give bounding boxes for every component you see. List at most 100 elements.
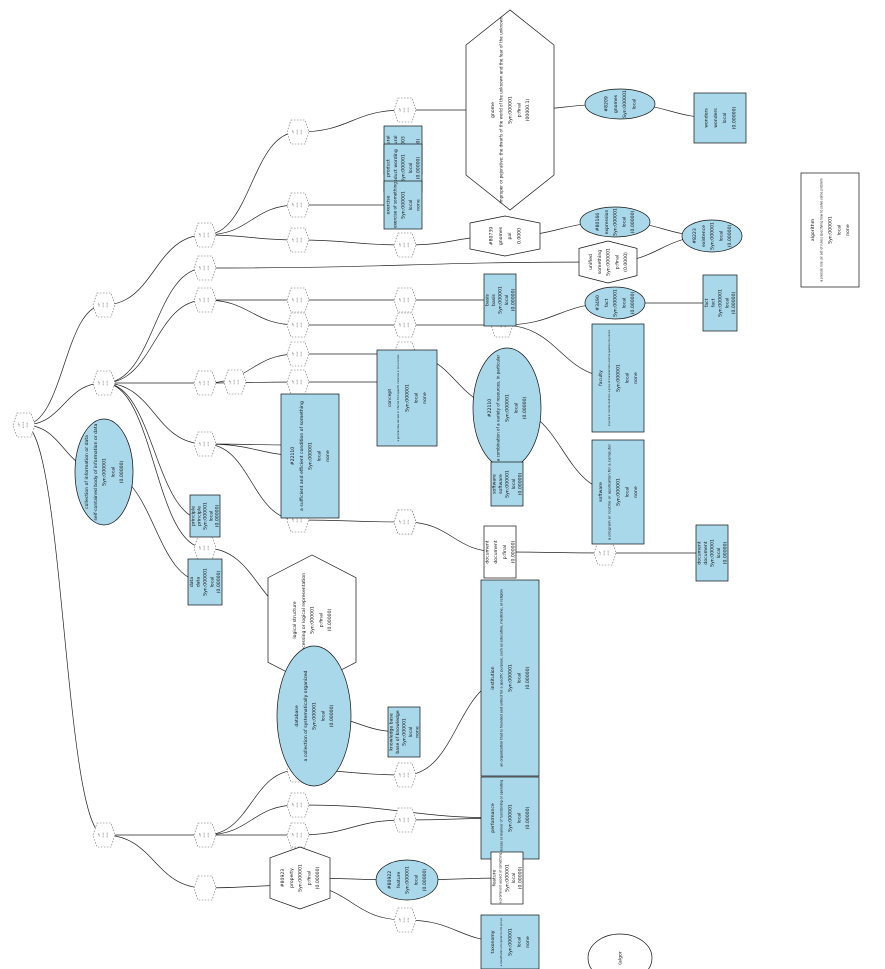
mini-node-text: ••• [202, 265, 206, 271]
node-text: a precise rule (or set of rules) specify… [819, 178, 823, 282]
edge-c3-c12 [297, 239, 406, 247]
node-shape [469, 215, 541, 257]
mini-node-c28[interactable]: •Y•••••• [223, 369, 247, 395]
mini-node-text: •Y [97, 303, 101, 307]
edge-a3-b9 [103, 834, 206, 890]
node-text: software [492, 474, 498, 494]
mini-node-text: •Y [291, 298, 295, 302]
node-text: 0.0000 [517, 228, 523, 244]
node-text: basis [485, 293, 491, 305]
mini-node-text: ••• [202, 232, 206, 238]
mini-node-text: •Y [398, 773, 402, 777]
mini-node-c27[interactable]: •Y•••••• [593, 540, 617, 566]
mini-node-shape [286, 287, 310, 313]
mini-node-c6[interactable]: •Y•••••• [286, 341, 310, 367]
mini-node-b9[interactable] [193, 875, 217, 901]
mini-node-b7[interactable]: •Y•••••• [193, 535, 217, 561]
node-n_bottom[interactable]: (algor [587, 933, 653, 969]
node-text: Syn:000001 [616, 364, 622, 392]
mini-node-b2[interactable]: •Y•••••• [193, 255, 217, 281]
mini-node-shape [286, 192, 310, 218]
edge-b1-c3 [204, 234, 299, 242]
mini-node-r[interactable]: •Y••••••• [12, 412, 36, 438]
mini-node-text: ••• [206, 265, 210, 271]
mini-node-b3[interactable]: •Y•••••• [193, 287, 217, 313]
node-text: faculty [598, 370, 604, 386]
node-text: none [415, 726, 420, 738]
mini-node-c24[interactable]: •Y•••••• [393, 807, 417, 833]
mini-node-c13[interactable]: •Y•••••• [393, 287, 417, 313]
mini-node-text: •Y [198, 442, 202, 446]
mini-node-c2[interactable]: •Y•••••• [286, 192, 310, 218]
node-text: none [417, 199, 422, 211]
node-text: Syn:000001 [508, 96, 514, 124]
mini-node-text: ••• [402, 519, 406, 525]
mini-node-c7[interactable]: •Y•••••• [286, 369, 310, 395]
node-text: Syn:000001 [505, 470, 511, 498]
mini-node-c25[interactable]: •Y•••••• [393, 907, 417, 933]
mini-node-text: •Y [398, 298, 402, 302]
mini-node-c3[interactable]: •Y•••••• [286, 227, 310, 253]
mini-node-text: ••• [105, 380, 109, 386]
mini-node-c20[interactable]: •Y•••••• [286, 822, 310, 848]
node-text: none [634, 372, 639, 384]
mini-node-b8[interactable]: •Y•••••• [193, 822, 217, 848]
mini-node-c23[interactable]: •Y•••••• [393, 762, 417, 788]
mini-node-a3[interactable]: •Y•••••• [92, 822, 116, 848]
mini-node-c4[interactable]: •Y•••••• [286, 287, 310, 313]
mini-node-c29[interactable]: •Y•••••• [393, 509, 417, 535]
mini-node-c1[interactable]: •Y•••••• [286, 119, 310, 145]
node-text: wonders [704, 108, 710, 128]
mini-node-a1[interactable]: •Y•••••• [92, 292, 116, 318]
node-text: local [511, 873, 517, 884]
node-shape [187, 558, 223, 606]
mini-node-c10[interactable]: •Y•••••• [393, 97, 417, 123]
node-text: (0.00000) [510, 541, 516, 564]
edge-b2-n_hex3 [204, 260, 609, 269]
mini-node-b4[interactable]: •Y•••••• [193, 370, 217, 396]
mini-node-b5[interactable]: •Y•••••• [193, 431, 217, 457]
node-shape [276, 645, 352, 787]
mini-node-a2[interactable]: •Y•••••• [92, 370, 116, 396]
mini-node-c5[interactable]: •Y•••••• [286, 312, 310, 338]
node-shape [584, 88, 656, 120]
mini-node-b1[interactable]: •Y•••••• [193, 222, 217, 248]
mini-node-c19[interactable]: •Y•••••• [286, 792, 310, 818]
mini-node-c14[interactable]: •Y•••••• [393, 312, 417, 338]
node-shape [490, 851, 524, 905]
mini-node-c12[interactable]: •Y•••••• [393, 232, 417, 258]
